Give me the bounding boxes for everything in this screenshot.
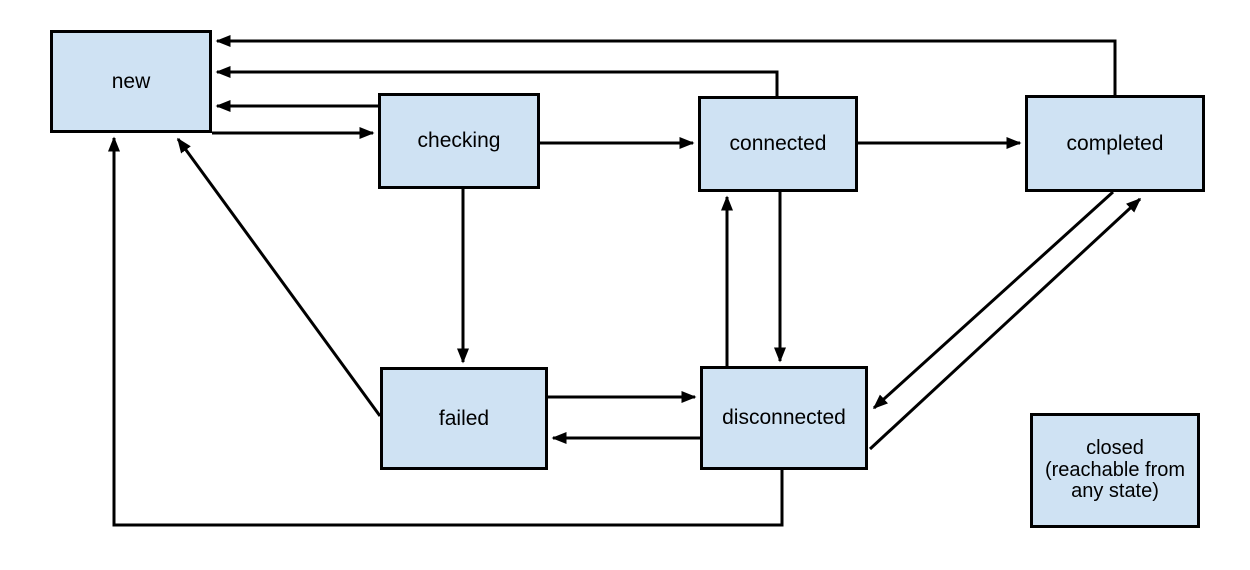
edge-connected-to-new [215,66,779,97]
edge-disconnected-to-completed [868,197,1142,451]
state-node-completed: completed [1025,95,1205,192]
state-label-completed: completed [1066,131,1164,155]
state-node-connected: connected [698,96,858,192]
state-node-disconnected: disconnected [700,366,868,470]
state-label-closed: closed (reachable from any state) [1045,438,1185,503]
edge-disconnected-to-new [108,136,784,527]
state-label-connected: connected [729,132,827,155]
state-node-new: new [50,30,212,133]
state-label-failed: failed [438,406,490,430]
edge-completed-to-new [215,35,1117,95]
state-node-checking: checking [378,93,540,189]
state-label-disconnected: disconnected [722,406,846,429]
edge-failed-to-new [176,137,382,417]
state-node-failed: failed [380,367,548,470]
closed-note-line-2: any state) [1071,480,1159,503]
closed-note-line-1: (reachable from [1044,458,1186,481]
edge-completed-to-disconnected [872,190,1115,410]
state-label-checking: checking [417,129,501,152]
state-node-closed: closed (reachable from any state) [1030,413,1200,528]
closed-label-line: closed [1086,437,1144,460]
state-label-new: new [111,69,151,93]
